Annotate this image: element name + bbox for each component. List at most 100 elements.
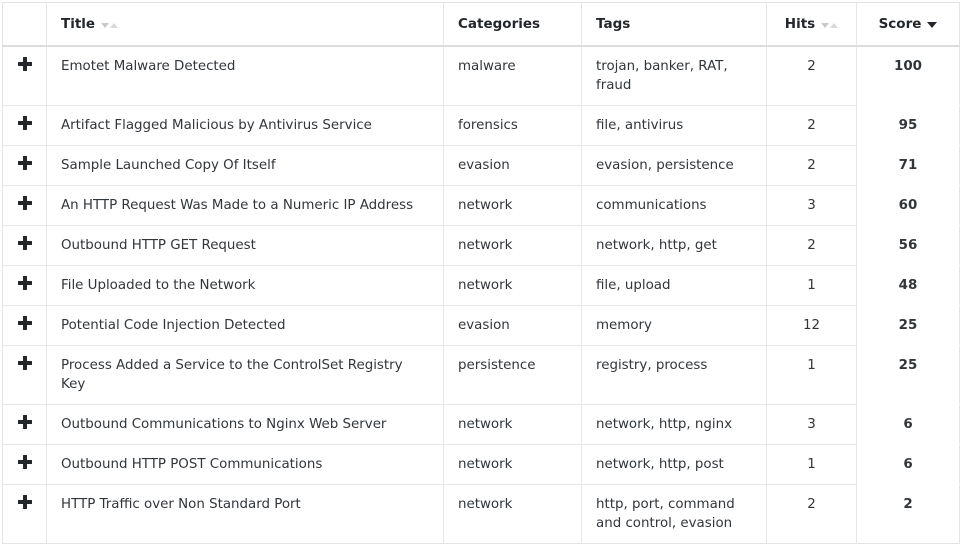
cell-categories: evasion (443, 305, 582, 346)
column-header-expand (2, 2, 47, 47)
cell-hits: 1 (766, 345, 857, 405)
cell-tags: memory (581, 305, 767, 346)
cell-tags: network, http, post (581, 444, 767, 485)
plus-icon[interactable] (17, 495, 32, 510)
cell-title: File Uploaded to the Network (46, 265, 444, 306)
plus-icon[interactable] (17, 236, 32, 251)
cell-hits: 1 (766, 444, 857, 485)
score-badge: 25 (856, 345, 960, 405)
score-badge: 48 (856, 265, 960, 306)
cell-tags: registry, process (581, 345, 767, 405)
table-row[interactable]: Artifact Flagged Malicious by Antivirus … (2, 105, 960, 146)
cell-tags: communications (581, 185, 767, 226)
column-header-hits[interactable]: Hits (766, 2, 857, 47)
cell-tags: http, port, command and control, evasion (581, 484, 767, 544)
cell-hits: 2 (766, 225, 857, 266)
cell-hits: 3 (766, 404, 857, 445)
sort-arrows-hits[interactable] (821, 22, 839, 28)
cell-hits: 2 (766, 46, 857, 106)
plus-icon[interactable] (17, 356, 32, 371)
cell-categories: network (443, 484, 582, 544)
sort-arrows-title[interactable] (101, 22, 119, 28)
sort-desc-icon[interactable] (101, 22, 110, 28)
score-badge: 2 (856, 484, 960, 544)
column-header-title[interactable]: Title (46, 2, 444, 47)
row-expand-cell[interactable] (2, 185, 47, 226)
cell-title: An HTTP Request Was Made to a Numeric IP… (46, 185, 444, 226)
cell-title: Process Added a Service to the ControlSe… (46, 345, 444, 405)
score-badge: 95 (856, 105, 960, 146)
plus-icon[interactable] (17, 196, 32, 211)
row-expand-cell[interactable] (2, 484, 47, 544)
cell-categories: malware (443, 46, 582, 106)
cell-tags: trojan, banker, RAT, fraud (581, 46, 767, 106)
sort-desc-icon[interactable] (821, 22, 830, 28)
sort-asc-icon[interactable] (830, 22, 839, 28)
cell-hits: 3 (766, 185, 857, 226)
sort-arrows-score[interactable] (927, 22, 938, 28)
score-badge: 100 (856, 46, 960, 106)
row-expand-cell[interactable] (2, 46, 47, 106)
column-header-hits-label: Hits (784, 16, 816, 32)
score-badge: 25 (856, 305, 960, 346)
column-header-tags[interactable]: Tags (581, 2, 767, 47)
column-header-tags-label: Tags (596, 16, 631, 32)
row-expand-cell[interactable] (2, 305, 47, 346)
table-row[interactable]: An HTTP Request Was Made to a Numeric IP… (2, 185, 960, 226)
cell-title: Outbound HTTP GET Request (46, 225, 444, 266)
cell-categories: network (443, 444, 582, 485)
plus-icon[interactable] (17, 116, 32, 131)
cell-hits: 12 (766, 305, 857, 346)
sort-asc-icon[interactable] (110, 22, 119, 28)
plus-icon[interactable] (17, 415, 32, 430)
row-expand-cell[interactable] (2, 105, 47, 146)
plus-icon[interactable] (17, 276, 32, 291)
cell-title: Artifact Flagged Malicious by Antivirus … (46, 105, 444, 146)
score-badge: 6 (856, 404, 960, 445)
column-header-score-label: Score (878, 16, 922, 32)
column-header-title-label: Title (61, 16, 96, 32)
table-row[interactable]: Process Added a Service to the ControlSe… (2, 345, 960, 405)
row-expand-cell[interactable] (2, 265, 47, 306)
cell-categories: evasion (443, 145, 582, 186)
cell-tags: evasion, persistence (581, 145, 767, 186)
score-badge: 56 (856, 225, 960, 266)
row-expand-cell[interactable] (2, 145, 47, 186)
plus-icon[interactable] (17, 455, 32, 470)
row-expand-cell[interactable] (2, 404, 47, 445)
cell-hits: 2 (766, 484, 857, 544)
plus-icon[interactable] (17, 316, 32, 331)
cell-hits: 2 (766, 145, 857, 186)
table-header: Title Categories Tags (2, 2, 960, 47)
cell-categories: network (443, 265, 582, 306)
column-header-score[interactable]: Score (856, 2, 960, 47)
row-expand-cell[interactable] (2, 225, 47, 266)
cell-tags: file, upload (581, 265, 767, 306)
cell-title: Emotet Malware Detected (46, 46, 444, 106)
plus-icon[interactable] (17, 156, 32, 171)
plus-icon[interactable] (17, 57, 32, 71)
cell-title: HTTP Traffic over Non Standard Port (46, 484, 444, 544)
cell-categories: network (443, 185, 582, 226)
row-expand-cell[interactable] (2, 345, 47, 405)
score-badge: 60 (856, 185, 960, 226)
row-expand-cell[interactable] (2, 444, 47, 485)
cell-categories: network (443, 404, 582, 445)
cell-categories: persistence (443, 345, 582, 405)
table-row[interactable]: Outbound Communications to Nginx Web Ser… (2, 404, 960, 445)
column-header-categories[interactable]: Categories (443, 2, 582, 47)
sort-desc-active-icon[interactable] (927, 22, 938, 28)
table-header-row: Title Categories Tags (2, 2, 960, 47)
cell-hits: 2 (766, 105, 857, 146)
cell-tags: file, antivirus (581, 105, 767, 146)
